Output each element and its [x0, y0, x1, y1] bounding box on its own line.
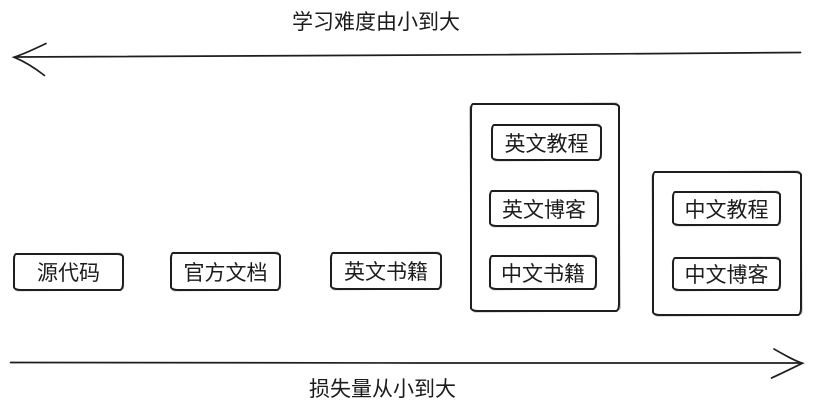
node-english-blogs-label: 英文博客	[502, 198, 586, 222]
node-chinese-tutorials-label: 中文教程	[684, 198, 769, 222]
node-official-docs-label: 官方文档	[183, 261, 268, 285]
top-axis-label: 学习难度由小到大	[292, 11, 460, 34]
node-chinese-blogs-label: 中文博客	[684, 264, 769, 287]
node-english-tutorials-label: 英文教程	[504, 132, 589, 156]
node-chinese-books-label: 中文书籍	[501, 262, 585, 286]
difficulty-arrow-left-icon	[11, 42, 802, 77]
node-english-books-label: 英文书籍	[344, 261, 428, 284]
node-english-blogs: 英文博客	[489, 190, 599, 227]
node-chinese-books: 中文书籍	[489, 255, 597, 290]
loss-arrow-right-icon	[9, 348, 805, 379]
bottom-axis-label: 损失量从小到大	[309, 378, 456, 401]
node-english-tutorials: 英文教程	[491, 124, 602, 161]
node-official-docs: 官方文档	[170, 252, 281, 291]
node-chinese-tutorials: 中文教程	[672, 191, 781, 226]
group-box-1: 英文教程 英文博客 中文书籍	[470, 103, 620, 312]
node-source-code: 源代码	[13, 253, 124, 291]
node-source-code-label: 源代码	[37, 262, 100, 285]
group-box-2: 中文教程 中文博客	[652, 171, 802, 316]
node-chinese-blogs: 中文博客	[672, 257, 781, 291]
node-english-books: 英文书籍	[330, 252, 442, 290]
